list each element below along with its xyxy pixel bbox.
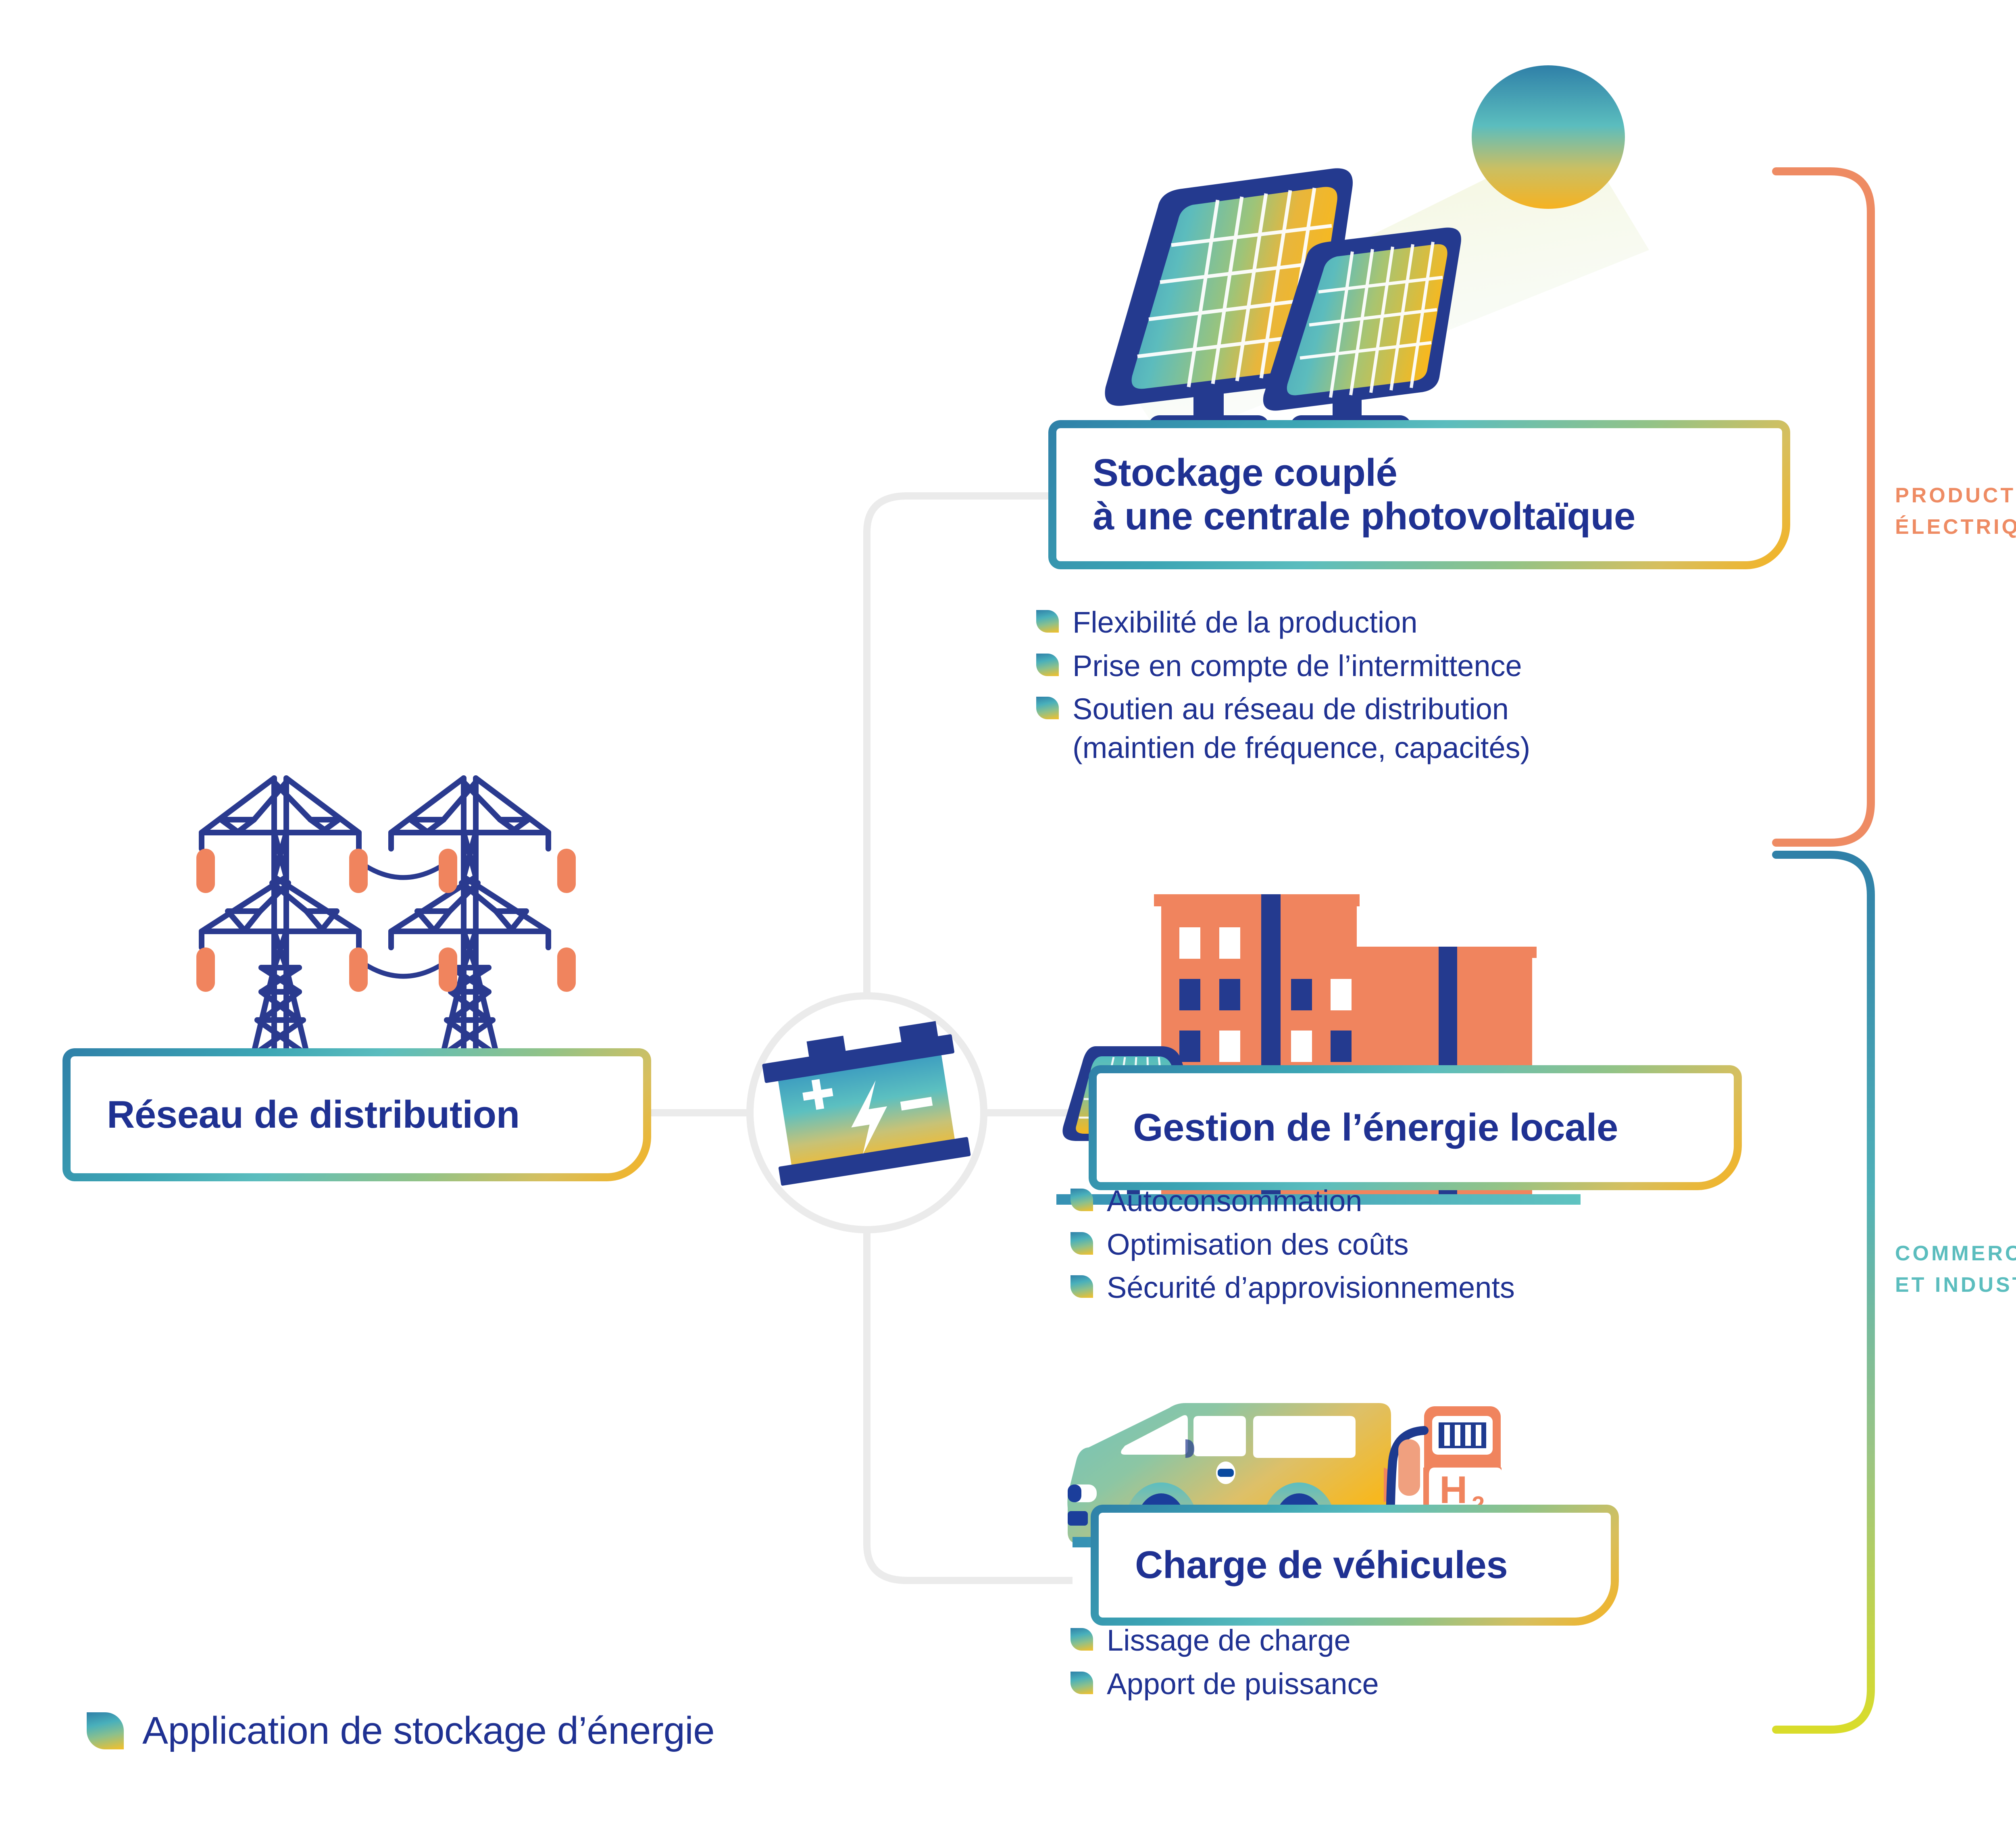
card-vehicles[interactable]: Charge de véhicules <box>1091 1505 1619 1626</box>
bullet-item: Lissage de charge <box>1070 1621 1796 1660</box>
bullet-item: Soutien au réseau de distribution <box>1036 689 1802 729</box>
bullet-item-continuation: (maintien de fréquence, capacités) <box>1036 728 1802 768</box>
card-grid[interactable]: Réseau de distribution <box>62 1048 651 1181</box>
card-vehicles-title: Charge de véhicules <box>1135 1543 1508 1587</box>
bullet-label: Optimisation des coûts <box>1107 1227 1409 1261</box>
bullet-item: Flexibilité de la production <box>1036 603 1802 642</box>
leaf-icon <box>1036 653 1059 676</box>
card-vehicles-surface <box>1099 1513 1611 1618</box>
hydrogen-h-label: H <box>1439 1468 1467 1512</box>
leaf-icon <box>1070 1671 1093 1694</box>
bracket-commerce <box>1772 851 1875 1734</box>
card-grid-surface <box>71 1056 643 1173</box>
card-grid-title: Réseau de distribution <box>107 1093 520 1137</box>
bullet-label: Prise en compte de l’intermittence <box>1073 649 1522 683</box>
card-local-surface <box>1097 1073 1734 1182</box>
bracket-label-production: PRODUCTION ÉLECTRIQUE <box>1895 484 2016 539</box>
leaf-icon <box>1036 610 1059 633</box>
card-pv[interactable]: Stockage couplé à une centrale photovolt… <box>1048 420 1790 569</box>
card-pv-title: Stockage couplé à une centrale photovolt… <box>1093 451 1635 538</box>
sun-icon <box>1472 65 1625 209</box>
bracket-production <box>1772 167 1875 847</box>
bullets-pv: Flexibilité de la production Prise en co… <box>1036 603 1802 772</box>
leaf-icon <box>1036 697 1059 720</box>
bullets-vehicles: Lissage de charge Apport de puissance <box>1070 1621 1796 1707</box>
card-local-title: Gestion de l’énergie locale <box>1133 1106 1618 1149</box>
card-pv-surface <box>1056 428 1782 561</box>
bullet-item: Sécurité d’approvisionnements <box>1070 1268 1796 1307</box>
bullet-label: Sécurité d’approvisionnements <box>1107 1271 1515 1305</box>
battery-icon <box>762 1021 971 1186</box>
bullet-label: Apport de puissance <box>1107 1667 1379 1701</box>
connector-hub-to-pv <box>863 492 1056 996</box>
bullet-label: Autoconsommation <box>1107 1184 1362 1218</box>
transmission-pylons-icon <box>199 775 551 1063</box>
bullet-item: Apport de puissance <box>1070 1664 1796 1704</box>
legend-label: Application de stockage d’énergie <box>142 1709 715 1752</box>
bullet-label: (maintien de fréquence, capacités) <box>1073 731 1531 765</box>
connector-hub-to-vehicles <box>863 1230 1073 1584</box>
leaf-icon <box>1070 1275 1093 1298</box>
leaf-icon <box>1070 1628 1093 1651</box>
card-local[interactable]: Gestion de l’énergie locale <box>1089 1065 1742 1190</box>
legend: Application de stockage d’énergie <box>87 1709 715 1753</box>
leaf-icon <box>1070 1189 1093 1211</box>
bullet-label: Lissage de charge <box>1107 1624 1351 1657</box>
battery-minus-icon <box>900 1097 933 1111</box>
bullet-item: Prise en compte de l’intermittence <box>1036 646 1802 686</box>
lightning-bolt-icon <box>851 1080 887 1154</box>
bullet-label: Soutien au réseau de distribution <box>1073 692 1509 726</box>
bullet-item: Autoconsommation <box>1070 1181 1796 1221</box>
leaf-icon <box>87 1712 124 1749</box>
leaf-icon <box>1070 1232 1093 1255</box>
bullet-item: Optimisation des coûts <box>1070 1225 1796 1264</box>
bullets-local: Autoconsommation Optimisation des coûts … <box>1070 1181 1796 1312</box>
bullet-label: Flexibilité de la production <box>1073 606 1418 639</box>
